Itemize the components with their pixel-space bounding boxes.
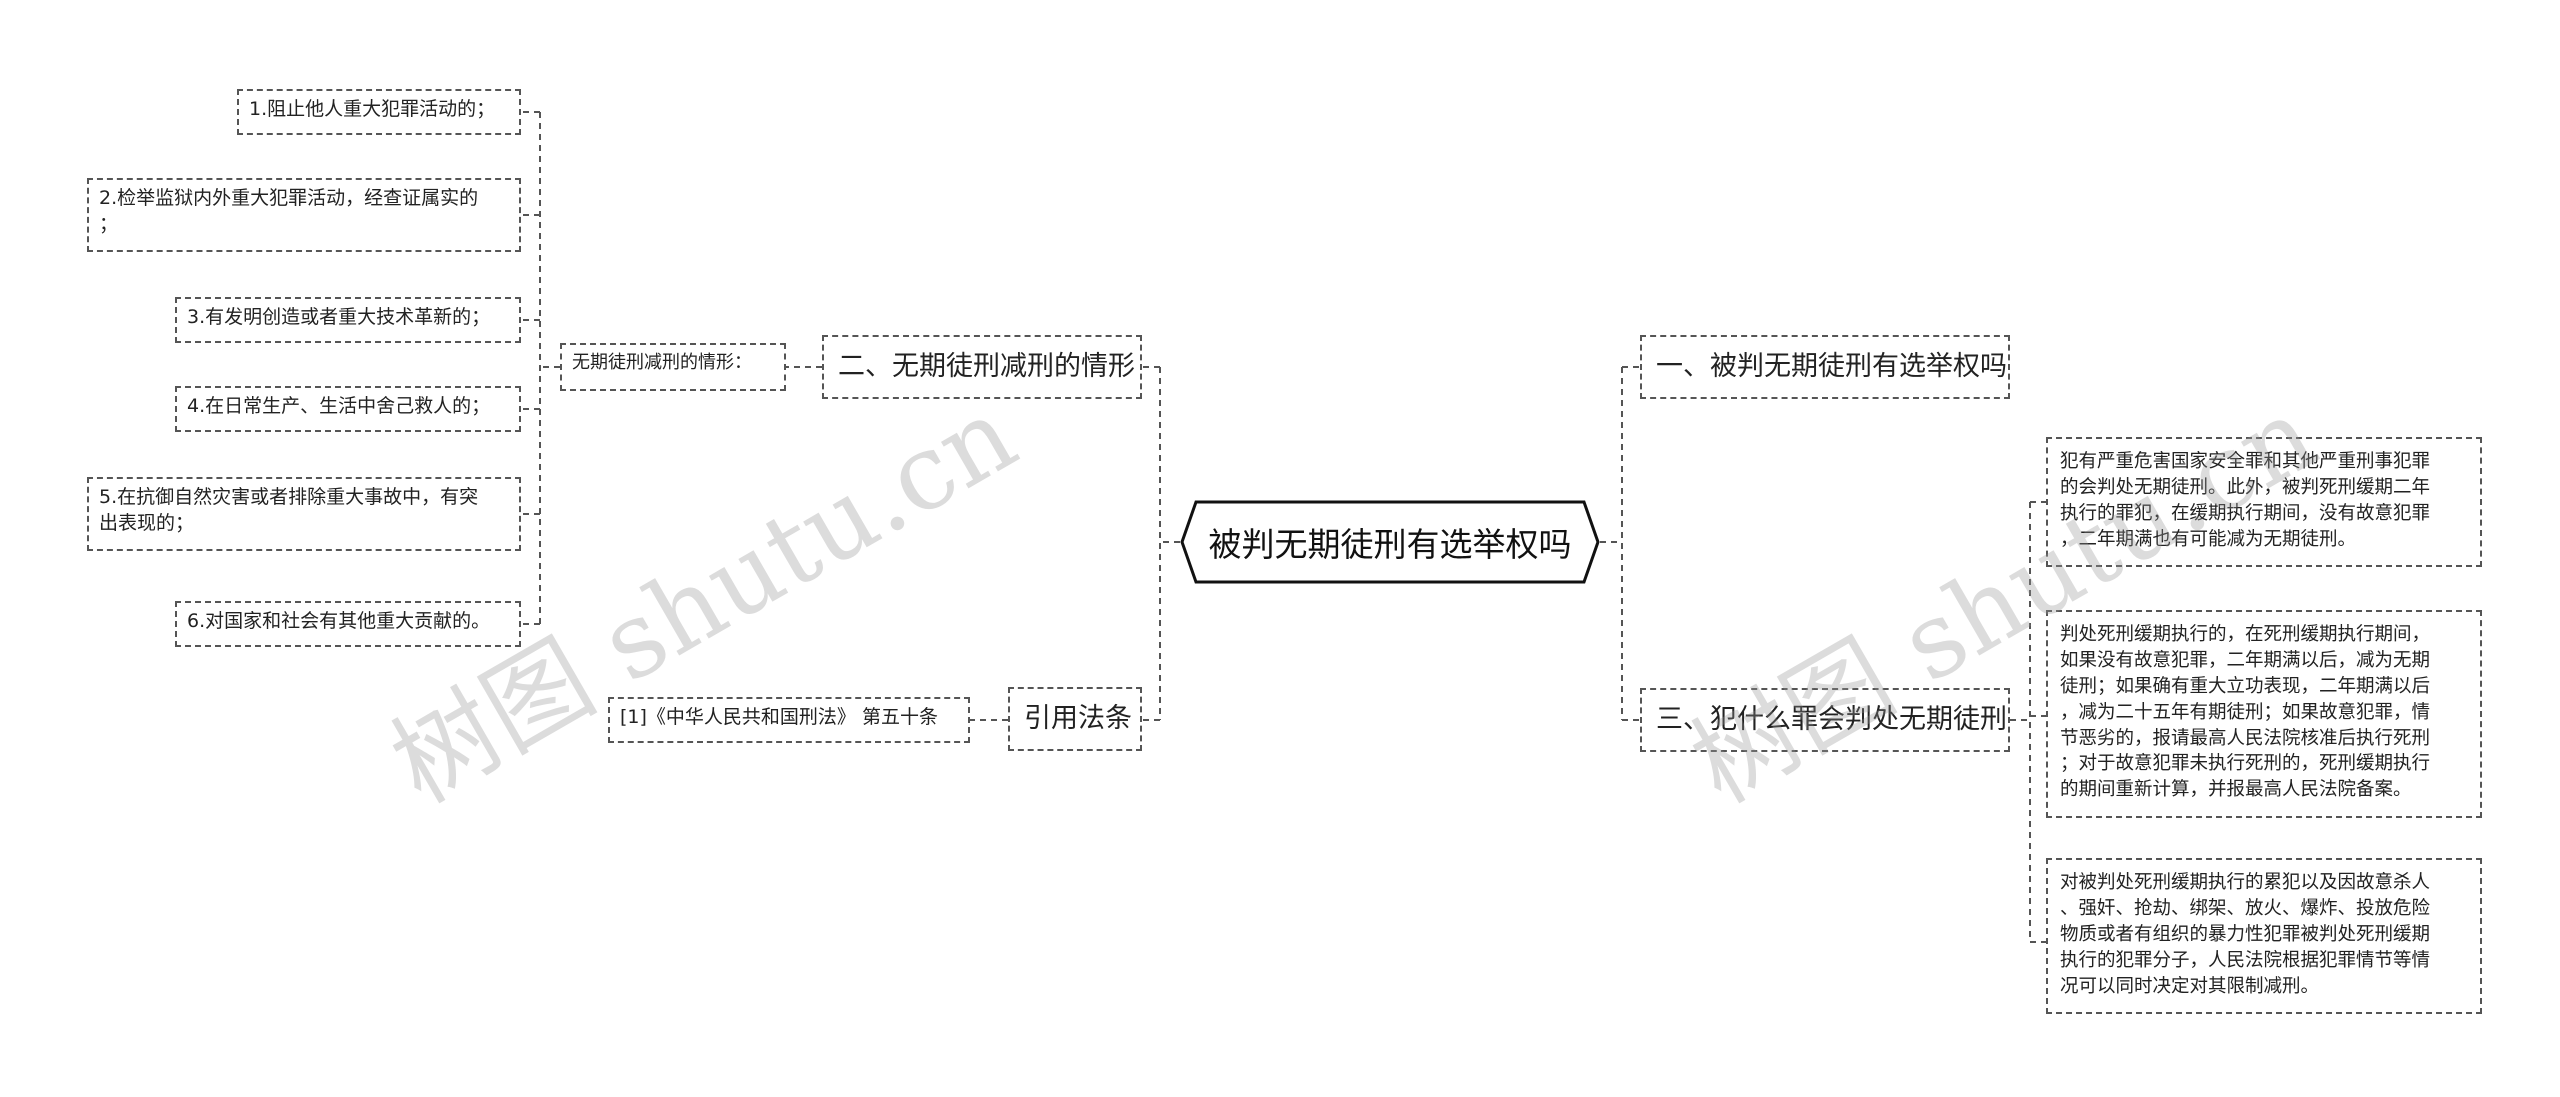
connector-root-left <box>1142 366 1180 721</box>
citation-criminal-law-article-50[interactable]: [1]《中华人民共和国刑法》 第五十条 <box>608 697 970 743</box>
crime-paragraph-3[interactable]: 对被判处死刑缓期执行的累犯以及因故意杀人 、强奸、抢劫、绑架、放火、爆炸、投放危… <box>2046 858 2482 1014</box>
crime-paragraph-2[interactable]: 判处死刑缓期执行的，在死刑缓期执行期间， 如果没有故意犯罪，二年期满以后，减为无… <box>2046 610 2482 818</box>
connector-root-right <box>1600 366 1640 721</box>
root-topic[interactable]: 被判无期徒刑有选举权吗 <box>1180 500 1600 584</box>
root-hexagon-shape <box>1180 500 1600 584</box>
branch-crimes-life-sentence[interactable]: 三、犯什么罪会判处无期徒刑 <box>1640 688 2010 752</box>
reduction-item-3[interactable]: 3.有发明创造或者重大技术革新的； <box>175 297 521 343</box>
reduction-item-2[interactable]: 2.检举监狱内外重大犯罪活动，经查证属实的 ； <box>87 178 521 252</box>
reduction-item-5[interactable]: 5.在抗御自然灾害或者排除重大事故中，有突 出表现的； <box>87 477 521 551</box>
connector-crime-paragraphs <box>2010 501 2046 943</box>
reduction-item-1[interactable]: 1.阻止他人重大犯罪活动的； <box>237 89 521 135</box>
crime-paragraph-1[interactable]: 犯有严重危害国家安全罪和其他严重刑事犯罪 的会判处无期徒刑。此外，被判死刑缓期二… <box>2046 437 2482 567</box>
branch-cited-articles[interactable]: 引用法条 <box>1008 687 1142 751</box>
root-topic-label: 被判无期徒刑有选举权吗 <box>1208 525 1572 564</box>
branch-reduction-cases[interactable]: 二、无期徒刑减刑的情形 <box>822 335 1142 399</box>
branch-voting-rights[interactable]: 一、被判无期徒刑有选举权吗 <box>1640 335 2010 399</box>
reduction-item-4[interactable]: 4.在日常生产、生活中舍己救人的； <box>175 386 521 432</box>
reduction-cases-label[interactable]: 无期徒刑减刑的情形： <box>560 343 786 391</box>
reduction-item-6[interactable]: 6.对国家和社会有其他重大贡献的。 <box>175 601 521 647</box>
connector-reduction-items <box>521 111 541 625</box>
